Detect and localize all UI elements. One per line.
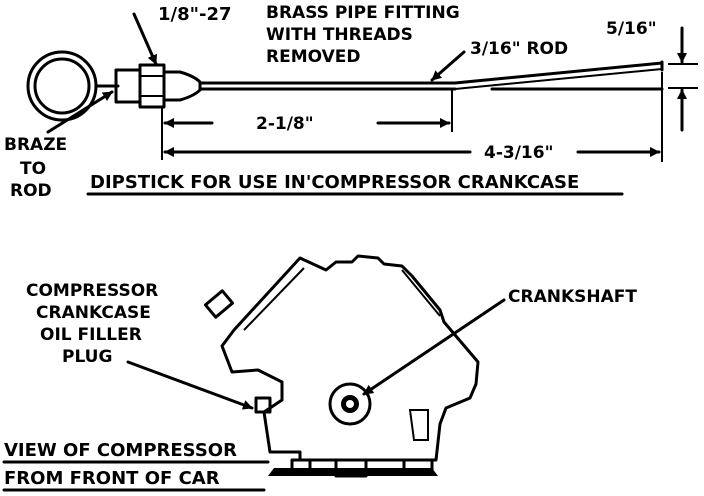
braze-leader xyxy=(46,90,114,134)
dipstick-drawing xyxy=(26,12,698,196)
dimension-short xyxy=(161,90,453,160)
dimension-short-label: 2-1/8" xyxy=(256,114,314,134)
thread-size-label: 1/8"-27 xyxy=(158,4,232,25)
braze-label-line1: BRAZE xyxy=(4,135,67,155)
braze-label-line2: TO xyxy=(20,159,46,179)
rod-label: 3/16" ROD xyxy=(470,39,568,59)
fitting-label-line2: WITH THREADS xyxy=(266,25,413,45)
dipstick-caption: DIPSTICK FOR USE IN'COMPRESSOR CRANKCASE xyxy=(90,172,579,193)
tip-dimension-label: 5/16" xyxy=(606,19,657,39)
compressor-body xyxy=(220,254,480,462)
compressor-caption-line2: FROM FRONT OF CAR xyxy=(4,468,220,489)
fitting-label-line3: REMOVED xyxy=(266,47,361,67)
filler-plug-leader xyxy=(126,360,254,410)
crankshaft-label: CRANKSHAFT xyxy=(508,287,637,307)
tip-dimension xyxy=(668,26,698,132)
compressor-caption-line1: VIEW OF COMPRESSOR xyxy=(4,440,237,461)
fitting-label-line1: BRASS PIPE FITTING xyxy=(266,3,460,23)
left-boss xyxy=(203,289,235,319)
filler-plug-label-line4: PLUG xyxy=(62,347,112,367)
oil-filler-plug xyxy=(254,396,272,414)
thread-size-leader xyxy=(132,12,158,66)
filler-plug-label-line1: COMPRESSOR xyxy=(26,281,158,301)
crankshaft-leader xyxy=(362,298,506,396)
compressor-base xyxy=(268,468,438,476)
dimension-long-label: 4-3/16" xyxy=(484,143,553,163)
crankshaft xyxy=(328,382,372,426)
brass-pipe-fitting xyxy=(114,63,202,109)
rod-leader xyxy=(430,50,466,82)
dipstick-rod xyxy=(198,60,664,91)
filler-plug-label-line2: CRANKCASE xyxy=(36,303,151,323)
braze-label-line3: ROD xyxy=(10,181,52,201)
filler-plug-label-line3: OIL FILLER xyxy=(40,325,142,345)
compressor-drawing xyxy=(2,254,506,492)
dimension-long xyxy=(163,72,663,162)
